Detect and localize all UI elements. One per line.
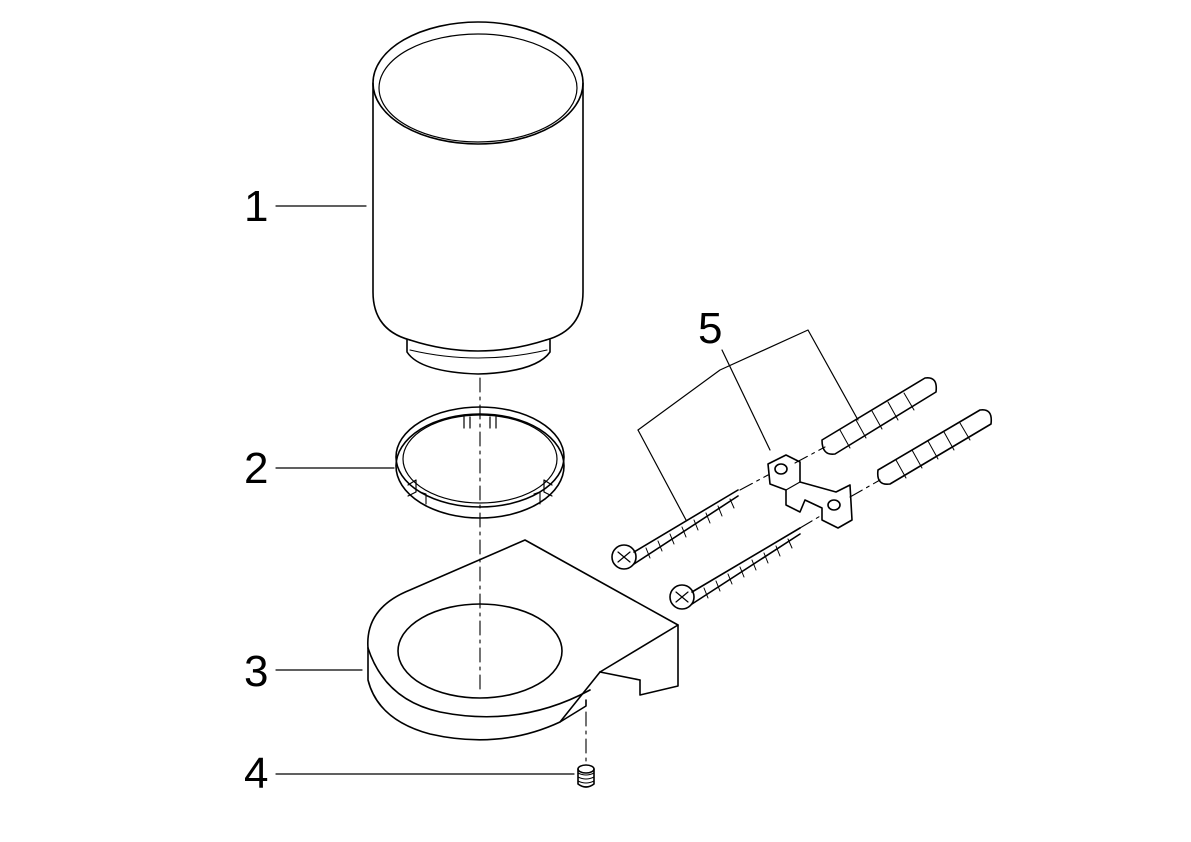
part-label-2: 2 xyxy=(244,444,269,493)
part-label-3: 3 xyxy=(244,647,269,696)
part-4-set-screw xyxy=(578,765,594,787)
part-label-5: 5 xyxy=(698,304,723,353)
part-5-mounting-kit xyxy=(612,378,991,609)
part-label-4: 4 xyxy=(244,749,269,798)
center-lines xyxy=(480,378,880,764)
part-1-tumbler xyxy=(373,22,583,374)
part-3-holder xyxy=(368,540,678,740)
leader-lines xyxy=(276,206,858,774)
part-label-1: 1 xyxy=(244,182,269,231)
